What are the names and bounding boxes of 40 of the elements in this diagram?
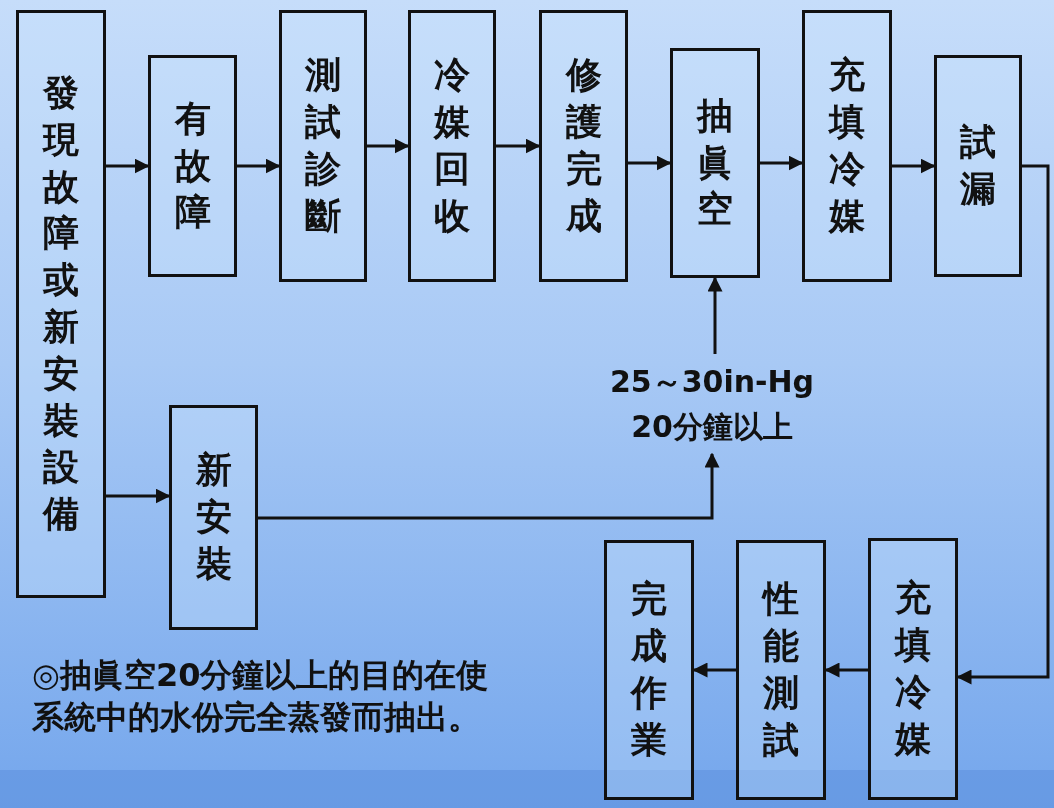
step-label: 充填冷媒: [829, 53, 865, 238]
step-label: 試漏: [960, 120, 996, 211]
process-box: [736, 540, 826, 800]
process-box: [169, 405, 258, 630]
arrow: [367, 138, 410, 154]
step-label: 測試診斷: [305, 53, 341, 238]
arrow: [692, 662, 736, 678]
arrow: [106, 158, 150, 174]
arrow: [892, 158, 936, 174]
process-box: [279, 10, 367, 282]
condition-text: 25～30in-Hg: [609, 363, 815, 401]
arrow: [707, 276, 723, 354]
process-box: [802, 10, 892, 282]
process-box: [604, 540, 694, 800]
process-box: [539, 10, 628, 282]
process-box: [868, 538, 958, 800]
process-box: [934, 55, 1022, 277]
note-text: ◎抽眞空20分鐘以上的目的在使系統中的水份完全蒸發而抽出。: [32, 655, 490, 738]
step-label: 新安裝: [195, 448, 232, 586]
process-box: [670, 48, 760, 278]
arrow: [760, 155, 804, 171]
arrow: [237, 158, 281, 174]
arrow: [956, 164, 1050, 685]
process-box: [148, 55, 237, 277]
step-label: 有故障: [174, 96, 211, 235]
arrow: [258, 452, 720, 520]
arrow: [496, 138, 541, 154]
step-label: 冷媒回收: [434, 53, 470, 238]
arrow: [628, 155, 672, 171]
process-box: [408, 10, 496, 282]
step-label: 修護完成: [565, 53, 602, 238]
condition-text: 20分鐘以上: [631, 408, 793, 446]
step-label: 發現故障或新安裝設備: [43, 71, 79, 537]
arrow: [106, 488, 171, 504]
arrow: [824, 662, 868, 678]
step-label: 充填冷媒: [895, 576, 931, 761]
process-box: [16, 10, 106, 598]
step-label: 性能測試: [763, 577, 799, 762]
step-label: 完成作業: [631, 577, 667, 762]
step-label: 抽眞空: [697, 93, 733, 232]
